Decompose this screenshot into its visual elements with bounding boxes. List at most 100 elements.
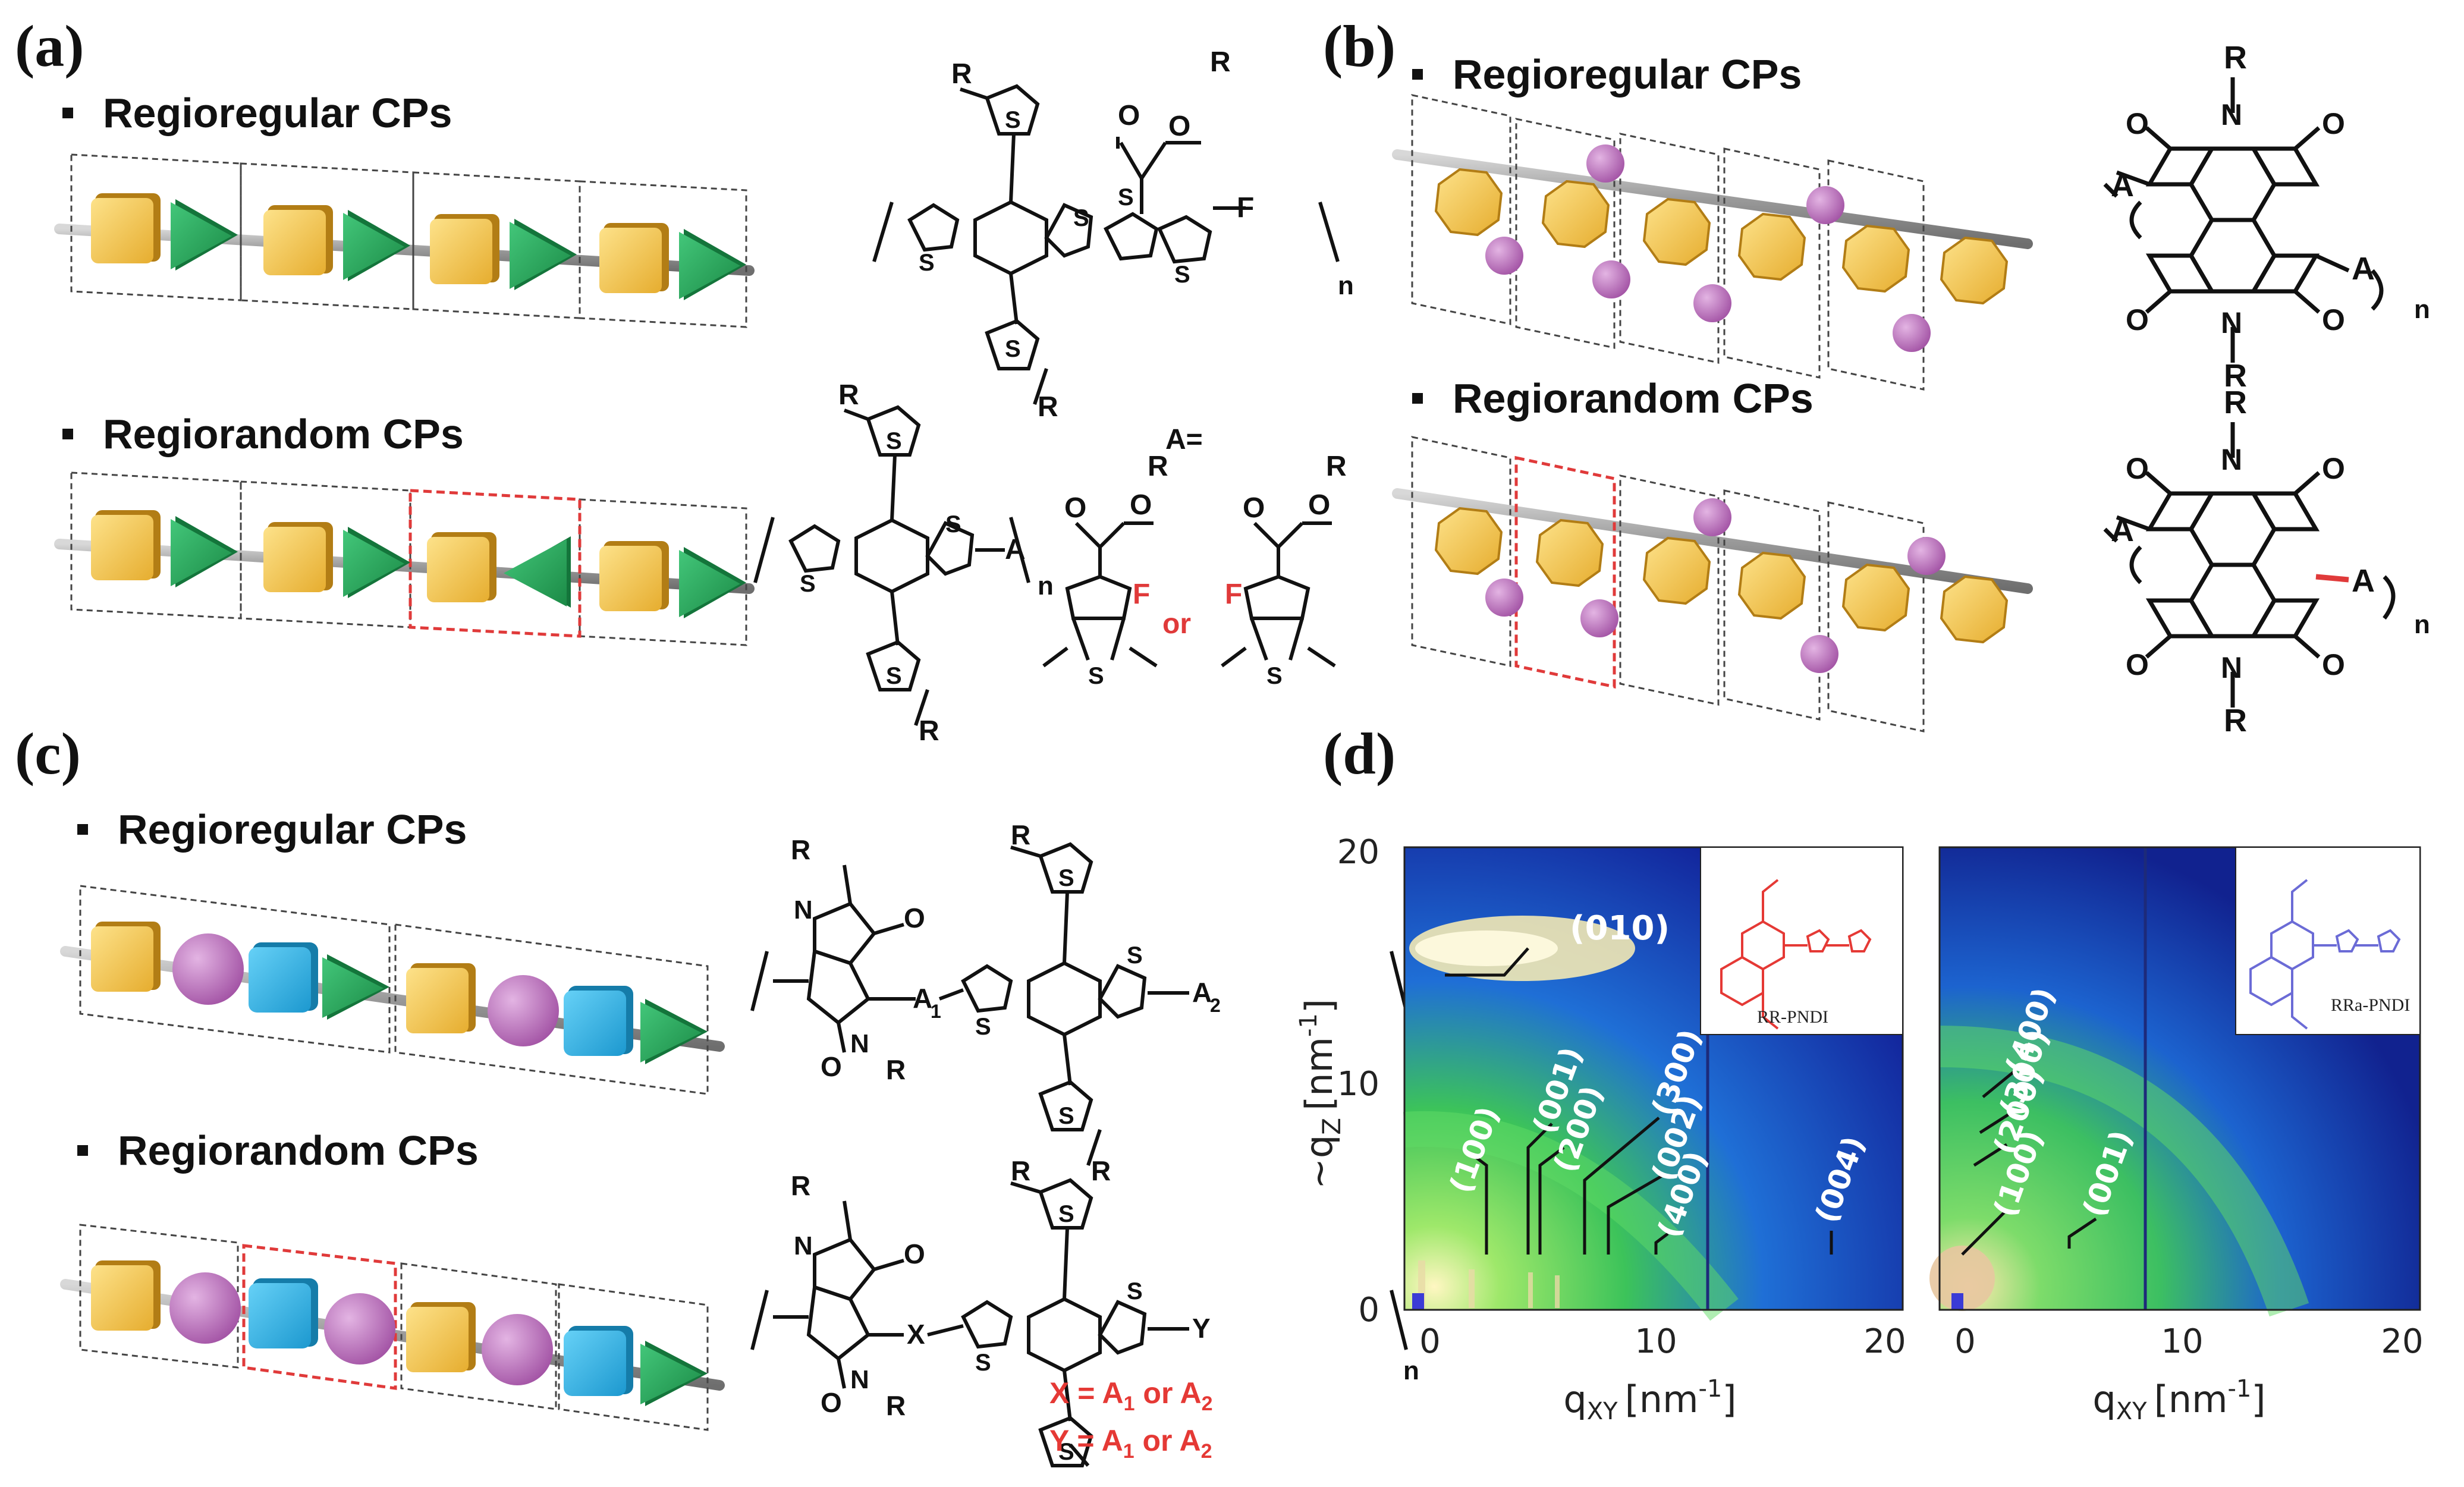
svg-text:A: A	[2352, 251, 2375, 287]
panel-a-regular-units	[91, 193, 746, 300]
svg-text:R: R	[951, 58, 972, 90]
ytick: 0	[1358, 1291, 1379, 1329]
panel-d-right-plot: RRa-PNDI	[1929, 846, 2421, 1317]
panel-d-y-axis: 0 10 20 ~qZ[nm-1]	[1295, 833, 1379, 1329]
panel-b-regular-heading: Regioregular CPs	[1412, 51, 1802, 98]
svg-text:N: N	[850, 1029, 869, 1058]
ylabel: ~qZ[nm-1]	[1295, 999, 1346, 1189]
svg-text:O: O	[2126, 303, 2149, 337]
svg-text:S: S	[1005, 107, 1021, 133]
svg-text:2: 2	[1210, 995, 1221, 1016]
svg-text:S: S	[1058, 865, 1074, 891]
svg-text:n: n	[1338, 271, 1354, 300]
svg-text:R: R	[1148, 451, 1168, 482]
svg-text:R: R	[2224, 40, 2247, 76]
svg-text:N: N	[850, 1365, 869, 1394]
svg-text:R: R	[886, 1054, 906, 1085]
svg-text:S: S	[1266, 663, 1283, 689]
rr-inset-label: RR-PNDI	[1757, 1007, 1828, 1027]
svg-text:n: n	[1038, 571, 1054, 601]
panel-c-regular-heading: Regioregular CPs	[77, 806, 467, 853]
xtick: 0	[1419, 1322, 1441, 1361]
svg-text:A: A	[913, 983, 932, 1014]
svg-text:R: R	[1011, 819, 1030, 850]
svg-text:O: O	[1130, 489, 1152, 521]
panel-d-x-axis-right: 0 10 20 qXY[nm-1]	[1954, 1322, 2423, 1425]
svg-text:R: R	[791, 1170, 810, 1201]
svg-text:S: S	[945, 511, 961, 537]
panel-a-regular-chain	[54, 153, 755, 328]
panel-c-definitions: X = A1 or A2 Y = A1 or A2	[1049, 1376, 1212, 1463]
svg-text:O: O	[904, 903, 925, 933]
svg-text:R: R	[2224, 703, 2247, 738]
svg-text:S: S	[975, 1014, 991, 1040]
svg-text:S: S	[886, 428, 902, 454]
svg-text:R: R	[1038, 391, 1058, 423]
svg-text:S: S	[1088, 663, 1104, 689]
svg-text:O: O	[1308, 489, 1330, 521]
panel-c-random-structure: R N O O N R X R S S S S Y n	[750, 1155, 1419, 1467]
svg-text:O: O	[1064, 492, 1086, 524]
svg-text:F: F	[1225, 579, 1242, 610]
svg-text:N: N	[794, 895, 813, 925]
def-y-prefix: Y = A	[1049, 1424, 1123, 1457]
rr-inset-structure	[1720, 879, 1872, 1030]
svg-text:S: S	[1005, 336, 1021, 362]
svg-text:R: R	[2224, 385, 2247, 420]
panel-a-random-heading: Regiorandom CPs	[62, 410, 464, 458]
peak-label: (010)	[1570, 909, 1670, 948]
svg-text:N: N	[2221, 98, 2242, 131]
panel-a-defect-box	[408, 489, 582, 638]
svg-text:F: F	[1133, 579, 1150, 610]
rra-inset-label: RRa-PNDI	[2331, 995, 2410, 1015]
panel-a-random-chain	[54, 471, 755, 646]
svg-text:O: O	[2322, 452, 2345, 485]
svg-text:N: N	[2221, 306, 2242, 339]
svg-text:A=: A=	[1165, 424, 1203, 455]
svg-text:S: S	[800, 571, 816, 597]
xtick: 0	[1954, 1322, 1976, 1361]
svg-text:O: O	[2126, 107, 2149, 140]
svg-text:Y = A1 or A2: Y = A1 or A2	[1049, 1424, 1212, 1463]
panel-c-regular-chain	[60, 885, 725, 1095]
rra-inset-structure	[2249, 879, 2401, 1030]
svg-text:Y: Y	[1192, 1313, 1211, 1344]
svg-text:S: S	[886, 663, 902, 689]
svg-text:1: 1	[931, 1001, 941, 1022]
svg-text:N: N	[2221, 443, 2242, 476]
svg-text:O: O	[2322, 303, 2345, 337]
svg-text:S: S	[1073, 205, 1089, 231]
svg-text:R: R	[919, 715, 939, 747]
svg-text:S: S	[975, 1350, 991, 1376]
svg-text:S: S	[1127, 1278, 1143, 1304]
panel-b-random-structure: R N N R O O O O A A n	[2103, 385, 2430, 738]
svg-text:N: N	[2221, 651, 2242, 684]
panel-c-regular-structure: R N O O N R A 1 R R S S S S A 2 n	[750, 819, 1419, 1186]
panel-b-random-chain	[1392, 436, 2033, 733]
svg-text:O: O	[2322, 648, 2345, 681]
svg-text:R: R	[791, 834, 810, 865]
panel-b-regular-structure: R N N R O O O O A A n	[2103, 40, 2430, 394]
ytick: 20	[1337, 833, 1379, 872]
svg-text:A: A	[1192, 977, 1212, 1008]
svg-text:O: O	[821, 1051, 842, 1082]
svg-text:X = A1 or A2: X = A1 or A2	[1049, 1376, 1212, 1415]
svg-text:X: X	[907, 1319, 925, 1350]
panel-a-letter: (a)	[15, 13, 84, 79]
svg-text:S: S	[1118, 184, 1134, 210]
panel-b-random-heading: Regiorandom CPs	[1412, 375, 1814, 422]
svg-text:R: R	[2224, 358, 2247, 394]
xtick: 20	[1863, 1322, 1906, 1361]
svg-text:R: R	[1210, 46, 1231, 78]
svg-text:A: A	[2111, 513, 2134, 548]
svg-text:n: n	[2414, 295, 2430, 324]
svg-text:O: O	[2322, 107, 2345, 140]
rr-inset	[1700, 847, 1903, 1035]
svg-text:O: O	[1243, 492, 1265, 524]
panel-a-regular-heading: Regioregular CPs	[62, 89, 452, 137]
svg-text:or: or	[1162, 608, 1191, 640]
ytick: 10	[1337, 1065, 1379, 1104]
def-x-prefix: X = A	[1049, 1376, 1124, 1410]
svg-text:R: R	[1091, 1155, 1111, 1186]
